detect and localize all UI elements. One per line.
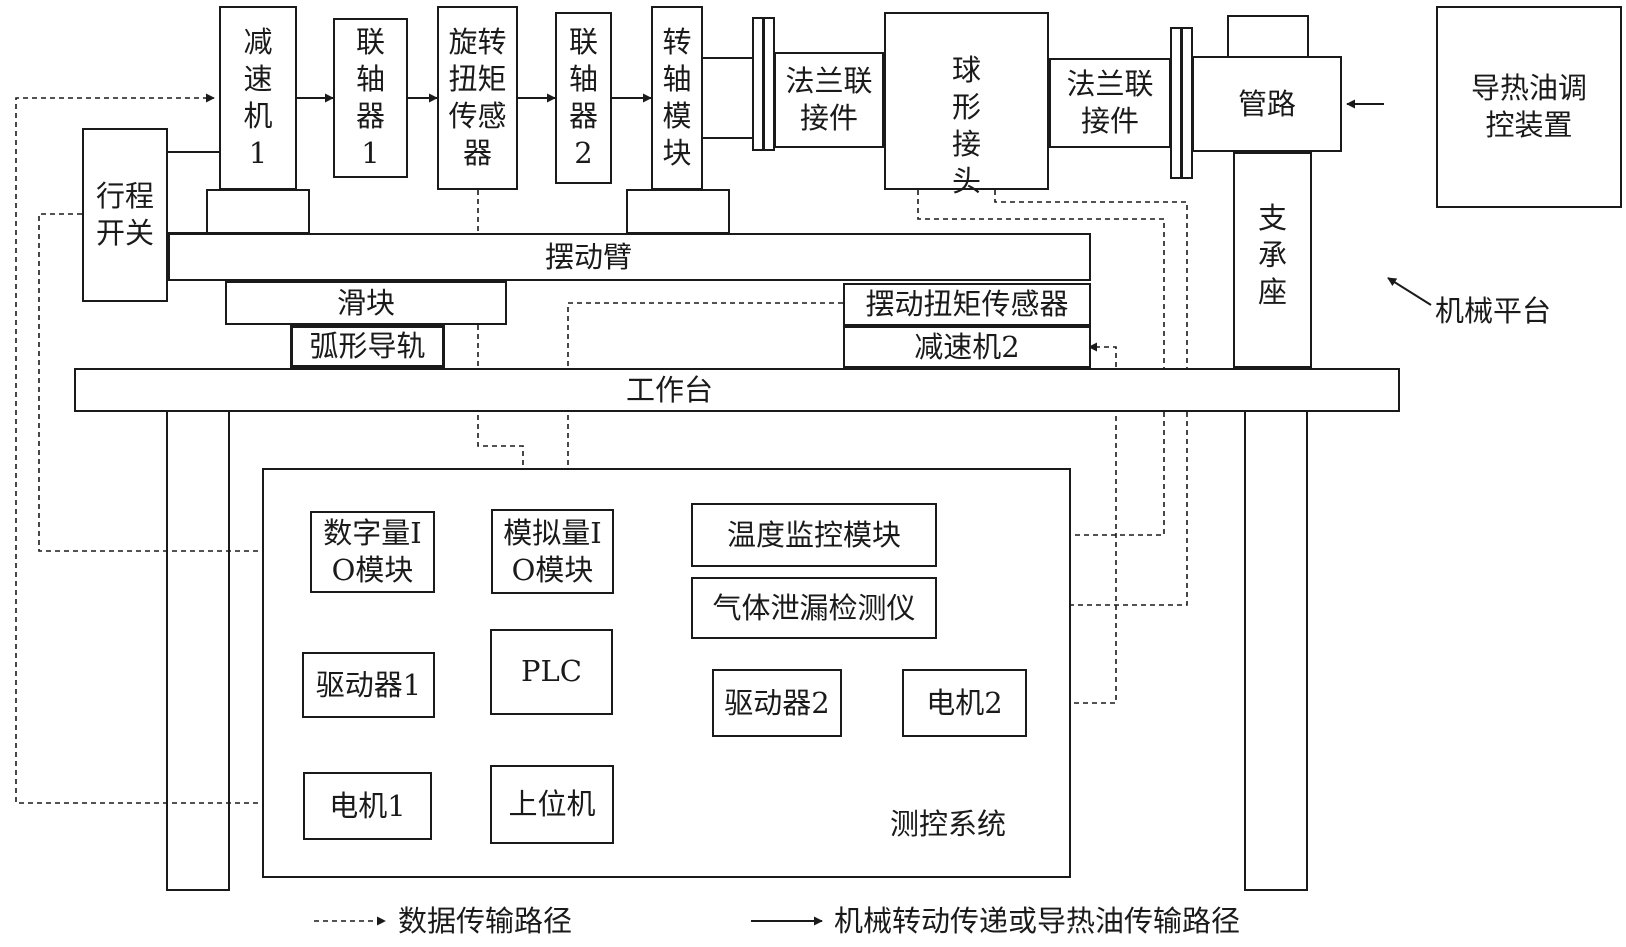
shaft-module-label: 转轴模块 — [662, 25, 692, 170]
driver1-label: 驱动器1 — [315, 667, 422, 702]
motor2-box: 电机2 — [902, 669, 1027, 737]
control-system-label: 测控系统 — [890, 807, 1007, 841]
legend-mech-path-label: 机械转动传递或导热油传输路径 — [834, 904, 1241, 938]
host-pc-box: 上位机 — [490, 765, 614, 844]
shaft-module-box: 转轴模块 — [651, 6, 703, 190]
swing-torque-sensor-box: 摆动扭矩传感器 — [843, 283, 1091, 326]
gas-leak-box: 气体泄漏检测仪 — [691, 577, 937, 639]
reducer1-box: 减速机1 — [219, 6, 297, 190]
reducer2-box: 减速机2 — [843, 326, 1091, 368]
motor1-label: 电机1 — [329, 788, 406, 823]
limit-switch-box: 行程开关 — [82, 128, 168, 302]
reducer2-label: 减速机2 — [914, 329, 1020, 364]
rotary-torque-sensor-box: 旋转扭矩传感器 — [437, 6, 518, 190]
plc-box: PLC — [490, 629, 613, 715]
plc-label: PLC — [521, 654, 582, 688]
ball-joint-label: 球形接头 — [951, 53, 981, 198]
coupling2-label: 联轴器2 — [568, 25, 598, 170]
support-box: 支承座 — [1233, 152, 1312, 368]
swing-arm-label: 摆动臂 — [545, 239, 633, 274]
gas-leak-label: 气体泄漏检测仪 — [712, 590, 916, 625]
pipeline-box: 管路 — [1192, 56, 1342, 152]
motor1-box: 电机1 — [303, 772, 432, 840]
coupling2-box: 联轴器2 — [555, 12, 612, 184]
worktable-label: 工作台 — [626, 372, 714, 407]
temp-monitor-box: 温度监控模块 — [691, 503, 937, 567]
ball-joint-box: 球形接头 — [884, 12, 1049, 198]
support-label: 支承座 — [1257, 201, 1287, 309]
pipeline-label: 管路 — [1237, 86, 1296, 121]
arc-rail-label: 弧形导轨 — [309, 329, 426, 363]
coupling1-label: 联轴器1 — [355, 25, 385, 170]
flange-left-box: 法兰联接件 — [774, 52, 884, 148]
oil-control-label: 导热油调控装置 — [1470, 71, 1587, 142]
analog-io-label: 模拟量IO模块 — [503, 515, 602, 587]
swing-arm-box: 摆动臂 — [168, 233, 1091, 281]
analog-io-box: 模拟量IO模块 — [491, 509, 614, 594]
slider-box: 滑块 — [225, 281, 507, 325]
driver1-box: 驱动器1 — [302, 652, 435, 718]
host-pc-label: 上位机 — [508, 787, 596, 821]
motor2-label: 电机2 — [926, 685, 1003, 720]
arc-rail-box: 弧形导轨 — [290, 325, 445, 368]
reducer1-label: 减速机1 — [243, 25, 273, 170]
mech-platform-label: 机械平台 — [1435, 294, 1552, 328]
legend-data-path-label: 数据传输路径 — [398, 904, 573, 938]
coupling1-box: 联轴器1 — [333, 18, 408, 178]
digital-io-label: 数字量IO模块 — [323, 516, 422, 587]
digital-io-box: 数字量IO模块 — [310, 511, 435, 593]
flange-right-box: 法兰联接件 — [1049, 58, 1171, 148]
limit-switch-label: 行程开关 — [96, 179, 155, 250]
flange-right-label: 法兰联接件 — [1066, 67, 1154, 138]
swing-torque-sensor-label: 摆动扭矩传感器 — [865, 287, 1069, 321]
temp-monitor-label: 温度监控模块 — [726, 517, 901, 552]
worktable-box: 工作台 — [74, 368, 1400, 412]
oil-control-box: 导热油调控装置 — [1436, 6, 1622, 208]
slider-label: 滑块 — [336, 285, 395, 320]
driver2-box: 驱动器2 — [712, 669, 842, 737]
rotary-torque-sensor-label: 旋转扭矩传感器 — [448, 25, 507, 170]
driver2-label: 驱动器2 — [724, 685, 830, 720]
flange-left-label: 法兰联接件 — [785, 64, 873, 135]
